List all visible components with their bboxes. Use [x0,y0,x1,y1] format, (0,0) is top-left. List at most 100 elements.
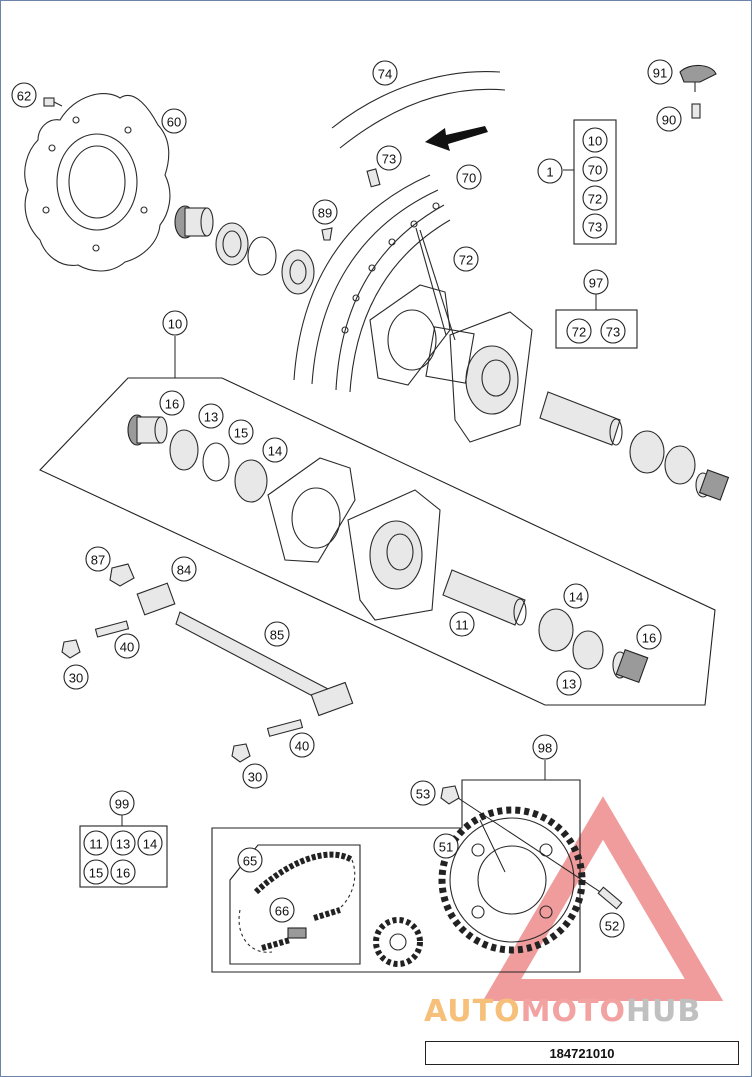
watermark-brand: AUTOMOTOHUB [424,994,701,1029]
callout-84: 84 [171,556,197,582]
callout-40: 40 [289,732,315,758]
callout-label: 85 [270,628,284,643]
callout-52: 52 [599,912,625,938]
valve-insert [691,103,701,119]
callout-label: 90 [662,113,676,128]
callout-label: 14 [268,444,282,459]
callout-label: 52 [605,919,619,934]
callout-15: 15 [228,419,254,445]
adjuster-nut-upper [61,639,81,659]
callout-72: 72 [582,185,608,211]
callout-89: 89 [312,199,338,225]
callout-73: 73 [582,213,608,239]
hub-spacer-right [612,648,649,684]
upper-spacer [174,205,214,239]
brand-part-moto: MOTO [520,994,626,1029]
callout-label: 14 [143,837,157,852]
callout-label: 10 [588,134,602,149]
callout-30: 30 [242,763,268,789]
upper-right-spacer [695,469,730,501]
callout-13: 13 [198,403,224,429]
upper-hub [369,284,533,443]
callout-label: 40 [295,739,309,754]
wheel-kit-box [573,119,617,245]
callout-16: 16 [110,859,136,885]
callout-label: 72 [459,253,473,268]
hub-seal-left [169,429,199,471]
upper-bearing [281,249,315,295]
bearing-kit-box [79,825,168,888]
callout-label: 16 [116,866,130,881]
callout-51: 51 [433,833,459,859]
callout-label: 70 [588,163,602,178]
drive-kit-outline [211,779,581,973]
chain-kit-outline [229,844,361,965]
callout-label: 72 [588,192,602,207]
callout-98: 98 [532,734,558,760]
callout-label: 11 [455,618,469,633]
callout-90: 90 [656,106,682,132]
callout-30: 30 [63,664,89,690]
callout-label: 99 [115,797,129,812]
callout-label: 51 [439,840,453,855]
callout-label: 30 [248,770,262,785]
callout-label: 84 [177,563,191,578]
callout-label: 30 [69,671,83,686]
callout-70: 70 [582,156,608,182]
hub-bearing-left [234,459,268,503]
callout-label: 11 [89,837,103,852]
callout-87: 87 [85,546,111,572]
callout-label: 15 [89,866,103,881]
callout-15: 15 [83,859,109,885]
callout-label: 73 [606,325,620,340]
callout-label: 73 [382,152,396,167]
callout-16: 16 [636,624,662,650]
callout-label: 13 [562,677,576,692]
upper-spacer-tube [539,391,623,446]
callout-73: 73 [376,145,402,171]
nut-leader [457,797,621,906]
sprocket-nut [440,785,460,805]
rim [293,174,456,393]
brand-part-auto: AUTO [424,994,521,1029]
callout-label: 1 [546,165,553,180]
callout-13: 13 [110,830,136,856]
callout-label: 89 [318,206,332,221]
brake-disc [24,93,171,272]
callout-91: 91 [647,59,673,85]
callout-label: 87 [91,553,105,568]
callout-65: 65 [237,847,263,873]
callout-1: 1 [537,158,563,184]
callout-40: 40 [114,633,140,659]
callout-70: 70 [456,164,482,190]
callout-label: 13 [116,837,130,852]
axle-nut [109,563,135,587]
callout-14: 14 [137,830,163,856]
callout-53: 53 [410,780,436,806]
callout-label: 40 [120,640,134,655]
callout-73: 73 [600,318,626,344]
callout-60: 60 [161,108,187,134]
chain-adjuster-left [136,582,176,616]
hub-seal-right [572,630,604,670]
callout-13: 13 [556,670,582,696]
hub-bearing-right [538,608,574,652]
upper-circlip [247,236,277,276]
callout-97: 97 [583,269,609,295]
callout-label: 15 [234,426,248,441]
callout-10: 10 [162,310,188,336]
callout-label: 73 [588,220,602,235]
adjuster-bolt-lower [266,719,304,737]
callout-label: 74 [378,67,392,82]
hub-group-outline [39,377,716,706]
callout-label: 98 [538,741,552,756]
upper-bearing-inner [289,259,307,285]
adjuster-nut-lower [231,743,251,763]
hub-spacer-left [127,414,168,446]
callout-label: 65 [243,854,257,869]
sprocket-bolt [597,886,623,910]
document-number: 184721010 [425,1041,739,1065]
direction-arrow [425,126,488,151]
